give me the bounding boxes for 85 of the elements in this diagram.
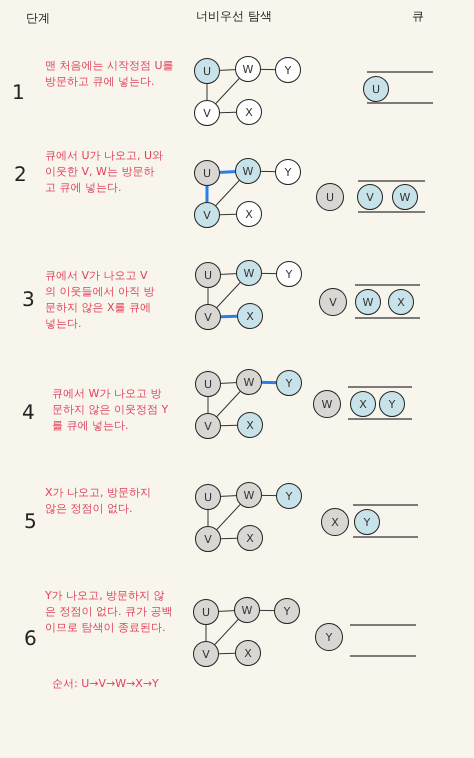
graph-edge — [215, 78, 240, 104]
dequeued-vertex-circle: Y — [315, 623, 343, 651]
vertex-circle: Y — [275, 159, 301, 185]
vertex-circle: Y — [354, 509, 380, 535]
step-description: X가 나오고, 방문하지 않은 정점이 없다. — [45, 485, 152, 517]
vertex-circle: W — [235, 56, 261, 82]
graph-edge — [262, 380, 276, 384]
step-number: 2 — [14, 161, 27, 188]
vertex-circle: V — [195, 413, 221, 439]
graph-edge — [206, 84, 208, 100]
vertex-circle: X — [236, 99, 262, 125]
vertex-circle: U — [194, 58, 220, 84]
vertex-circle: U — [363, 76, 389, 102]
vertex-circle: Y — [274, 598, 300, 624]
vertex-circle: X — [235, 640, 261, 666]
step-description: 큐에서 U가 나오고, U와 이웃한 V, W는 방문하고 큐에 넣는다. — [45, 148, 164, 196]
vertex-circle: U — [195, 484, 221, 510]
graph-edge — [215, 180, 240, 206]
vertex-circle: W — [392, 184, 418, 210]
step-description: Y가 나오고, 방문하지 않은 정점이 없다. 큐가 공백이므로 탐색이 종료된다. — [45, 588, 174, 636]
vertex-circle: X — [237, 525, 263, 551]
graph-edge — [220, 382, 237, 384]
vertex-circle: Y — [276, 370, 302, 396]
graph-edge — [206, 186, 208, 202]
vertex-circle: W — [234, 597, 260, 623]
graph-edge — [218, 610, 235, 612]
dequeued-vertex-circle: W — [313, 390, 341, 418]
graph-edge — [216, 391, 241, 417]
vertex-circle: Y — [275, 57, 301, 83]
vertex-circle: X — [350, 391, 376, 417]
dequeued-vertex-circle: V — [319, 288, 347, 316]
vertex-circle: V — [193, 641, 219, 667]
vertex-circle: Y — [379, 391, 405, 417]
step-number: 6 — [24, 625, 37, 652]
graph-edge — [220, 495, 237, 497]
graph-edge — [216, 282, 241, 308]
graph-edge — [260, 610, 274, 612]
step-number: 3 — [22, 286, 35, 313]
vertex-circle: U — [194, 160, 220, 186]
column-header: 단계 — [26, 10, 50, 27]
graph-edge — [220, 214, 236, 216]
graph-edge — [220, 314, 238, 318]
step-description: 맨 처음에는 시작정점 U를 방문하고 큐에 넣는다. — [45, 58, 175, 90]
vertex-circle: U — [195, 262, 221, 288]
graph-edge — [262, 494, 276, 496]
graph-edge — [218, 652, 236, 654]
vertex-circle: V — [194, 100, 220, 126]
vertex-circle: X — [237, 412, 263, 438]
vertex-circle: X — [388, 289, 414, 315]
graph-edge — [220, 424, 238, 426]
step-description: 큐에서 W가 나오고 방문하지 않은 이웃정점 Y를 큐에 넣는다. — [52, 386, 170, 434]
vertex-circle: W — [236, 369, 262, 395]
vertex-circle: V — [194, 202, 220, 228]
graph-edge — [262, 272, 276, 274]
column-header: 큐 — [412, 8, 424, 25]
step-description: 큐에서 V가 나오고 V의 이웃들에서 아직 방문하지 않은 X를 큐에 넣는다. — [45, 268, 155, 332]
graph-edge — [260, 68, 276, 70]
vertex-circle: W — [236, 482, 262, 508]
vertex-circle: W — [235, 158, 261, 184]
graph-edge — [220, 538, 238, 540]
dequeued-vertex-circle: X — [321, 508, 349, 536]
vertex-circle: U — [195, 371, 221, 397]
vertex-circle: Y — [276, 483, 302, 509]
dequeued-vertex-circle: U — [316, 183, 344, 211]
graph-edge — [220, 273, 237, 275]
graph-edge — [219, 69, 236, 71]
traversal-order: 순서: U→V→W→X→Y — [52, 676, 159, 692]
graph-edge — [214, 619, 239, 645]
graph-edge — [260, 170, 276, 172]
diagram-title: 너비우선 탐색 — [196, 8, 272, 25]
vertex-circle: U — [193, 599, 219, 625]
graph-edge — [220, 170, 236, 174]
step-number: 1 — [12, 79, 25, 106]
vertex-circle: V — [195, 304, 221, 330]
vertex-circle: V — [195, 526, 221, 552]
vertex-circle: X — [236, 201, 262, 227]
step-number: 5 — [24, 508, 37, 535]
vertex-circle: V — [357, 184, 383, 210]
vertex-circle: W — [355, 289, 381, 315]
graph-edge — [220, 112, 236, 114]
vertex-circle: X — [237, 303, 263, 329]
vertex-circle: Y — [276, 261, 302, 287]
step-number: 4 — [22, 399, 35, 426]
graph-edge — [216, 504, 241, 530]
vertex-circle: W — [236, 260, 262, 286]
